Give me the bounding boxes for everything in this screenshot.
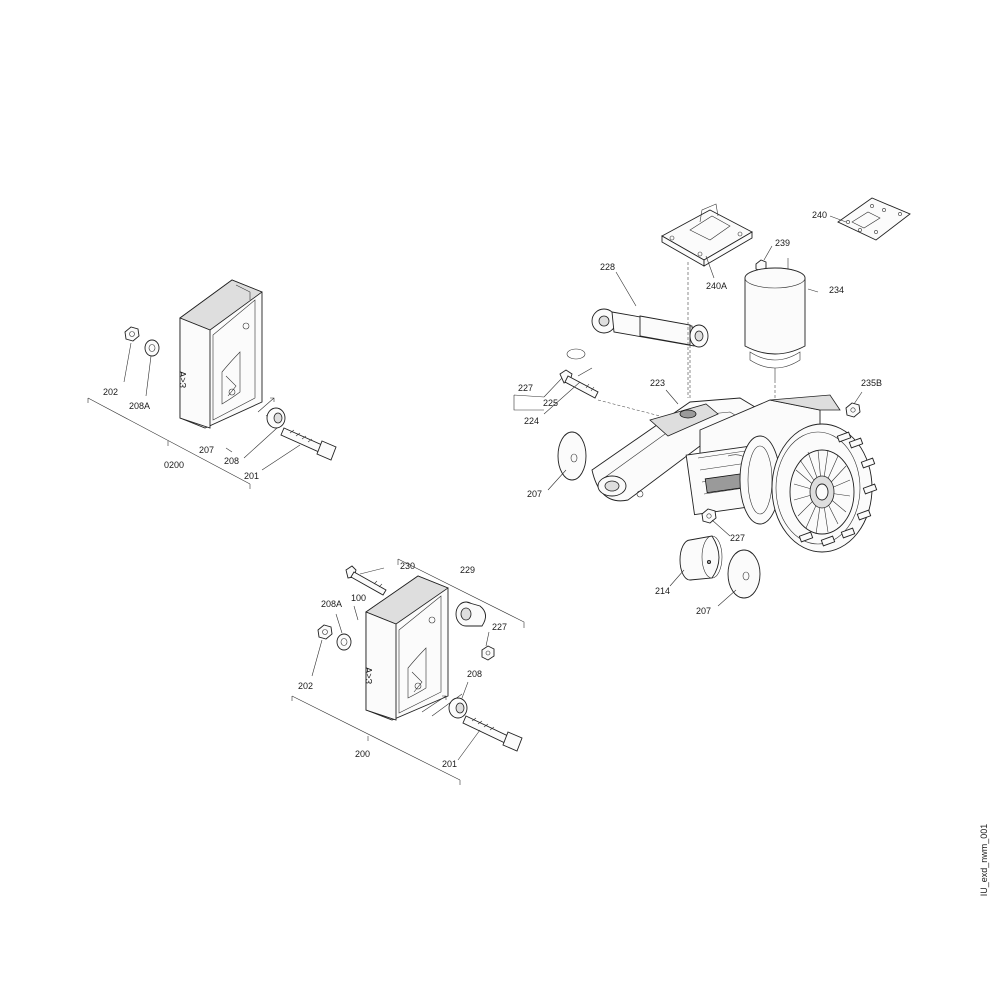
callout-214: 214 (655, 586, 670, 596)
callout-200: 200 (355, 749, 370, 759)
callout-207: 207 (696, 606, 711, 616)
wheel-studs-illustration (798, 431, 878, 547)
callout-0200: 0200 (164, 460, 184, 470)
bracket-group-200: Ɛ<Ɐ (291, 558, 525, 785)
drawing-id-text: IU_exd_nwm_001 (979, 823, 989, 897)
callout-201: 201 (442, 759, 457, 769)
eccentric-washer-illustration (266, 407, 286, 429)
callout-225: 225 (543, 398, 558, 408)
bolt-illustration (280, 427, 337, 461)
svg-text:Ɛ<Ɐ: Ɛ<Ɐ (178, 370, 188, 388)
bushing-illustration (455, 601, 486, 627)
axle-brake-illustration (685, 394, 841, 525)
bracket-plate-illustration: Ɛ<Ɐ (178, 279, 263, 429)
mounting-plate-240-illustration (837, 197, 911, 241)
callout-230: 230 (400, 561, 415, 571)
callout-202: 202 (298, 681, 313, 691)
washer-disc-illustration (727, 549, 761, 599)
bolt-illustration (462, 715, 523, 752)
callout-240a: 240A (706, 281, 727, 291)
callout-239: 239 (775, 238, 790, 248)
bushing-214-illustration (679, 535, 723, 581)
nut-illustration (845, 402, 861, 418)
callout-208a: 208A (321, 599, 342, 609)
washer-illustration (336, 633, 352, 651)
callout-235b: 235B (861, 378, 882, 388)
bolt-illustration (345, 565, 387, 596)
bracket-group-0200: Ɛ<Ɐ (87, 279, 337, 489)
wheel-hub-illustration (771, 423, 878, 553)
washer-disc-illustration (557, 431, 587, 481)
callout-223: 223 (650, 378, 665, 388)
callout-202: 202 (103, 387, 118, 397)
shock-absorber-illustration (591, 308, 709, 348)
bolt-illustration (559, 367, 599, 399)
callout-208: 208 (224, 456, 239, 466)
callout-224: 224 (524, 416, 539, 426)
callout-229: 229 (460, 565, 475, 575)
callout-240: 240 (812, 210, 827, 220)
drawing-id-label: IU_exd_nwm_001 (978, 780, 990, 940)
nut-illustration (124, 326, 140, 342)
mounting-bracket-240a-illustration (661, 203, 753, 267)
bracket-plate-illustration: Ɛ<Ɐ (364, 575, 449, 721)
callout-227: 227 (730, 533, 745, 543)
nut-illustration (701, 508, 717, 524)
axle-assembly: 228 240A 240 239 234 227 225 224 223 235… (513, 197, 911, 616)
callout-228: 228 (600, 262, 615, 272)
callout-227: 227 (518, 383, 533, 393)
air-spring-illustration (744, 267, 806, 380)
callout-208a: 208A (129, 401, 150, 411)
washer-illustration (144, 339, 160, 357)
callout-100: 100 (351, 593, 366, 603)
eccentric-washer-illustration (448, 697, 468, 719)
callout-234: 234 (829, 285, 844, 295)
callout-207: 207 (199, 445, 214, 455)
nut-illustration (317, 624, 333, 640)
svg-text:Ɛ<Ɐ: Ɛ<Ɐ (364, 666, 374, 684)
callout-208: 208 (467, 669, 482, 679)
callout-207: 207 (527, 489, 542, 499)
callout-201: 201 (244, 471, 259, 481)
nut-illustration (481, 645, 495, 661)
callout-227: 227 (492, 622, 507, 632)
